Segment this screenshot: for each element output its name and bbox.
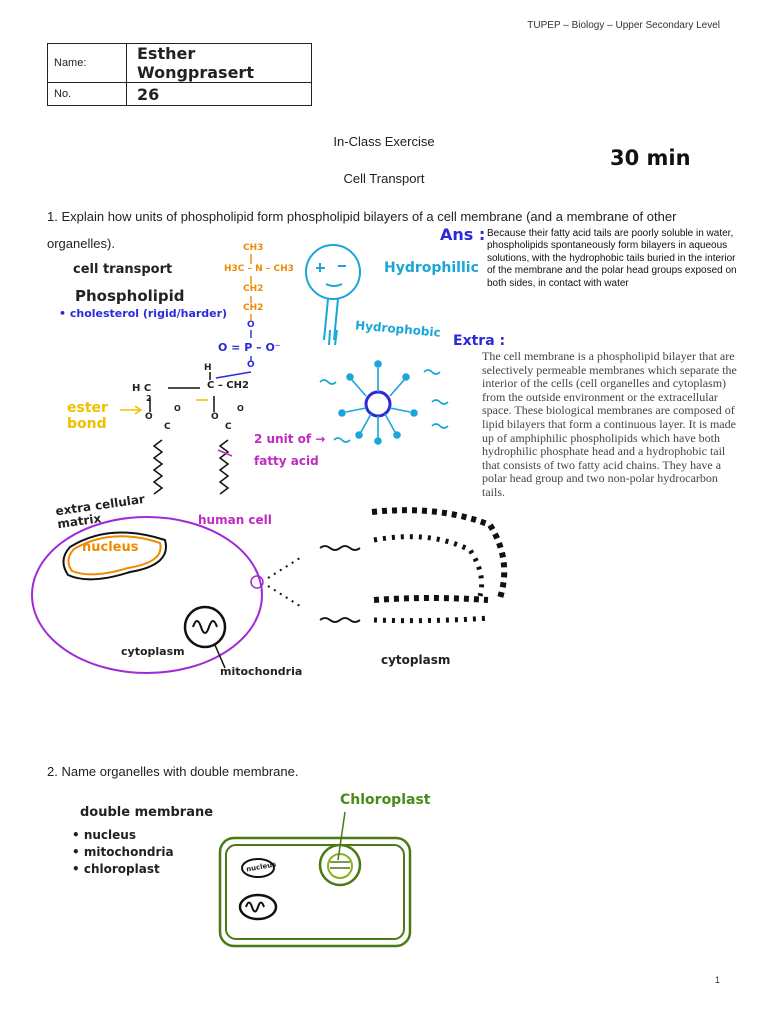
answer-text: Because their fatty acid tails are poorl… xyxy=(487,228,737,289)
chem-o-bottom: O xyxy=(247,360,255,370)
chem-ch2-b: CH2 xyxy=(243,303,264,313)
number-label: No. xyxy=(47,82,127,106)
exercise-title: In-Class Exercise xyxy=(333,134,435,149)
hydrophillic-label: Hydrophillic xyxy=(384,260,479,276)
chem-phosphate: O = P – O⁻ xyxy=(218,341,281,354)
double-membrane-item-3: • chloroplast xyxy=(72,862,160,876)
note-phospholipid: Phospholipid xyxy=(75,287,185,305)
chem-o-dbl-left: O xyxy=(174,404,181,413)
page-header: TUPEP – Biology – Upper Secondary Level xyxy=(527,20,720,31)
hydrophilic-head-drawing xyxy=(305,244,361,346)
chem-c-right: C xyxy=(225,422,232,432)
ester-bond-label: ester bond xyxy=(67,400,108,432)
chem-amine: H3C – N – CH3 xyxy=(224,264,294,274)
cytoplasm-label-cell: cytoplasm xyxy=(121,645,185,658)
note-cholesterol: • cholesterol (rigid/harder) xyxy=(59,307,228,320)
chem-num2: 2 xyxy=(146,394,152,403)
chloroplast-label: Chloroplast xyxy=(340,792,431,808)
chem-o-right: O xyxy=(211,412,219,422)
small-nucleus-label: nucleus xyxy=(245,860,277,874)
ecm-label: extra cellular matrix xyxy=(54,491,146,532)
cytoplasm-label-membrane: cytoplasm xyxy=(381,653,451,667)
ester-arrow xyxy=(120,399,208,415)
question-1: 1. Explain how units of phospholipid for… xyxy=(47,209,677,251)
question-2: 2. Name organelles with double membrane. xyxy=(47,764,299,779)
chem-c-left: C xyxy=(164,422,171,432)
human-cell-label: human cell xyxy=(198,513,272,527)
chem-h: H xyxy=(204,363,212,373)
note-cell-transport: cell transport xyxy=(73,262,173,277)
extra-text: The cell membrane is a phospholipid bila… xyxy=(482,349,737,499)
double-membrane-title: double membrane xyxy=(80,805,214,820)
chem-o-left: O xyxy=(145,412,153,422)
chem-o-dbl-right: O xyxy=(237,404,244,413)
page-number: 1 xyxy=(714,975,720,985)
fatty-acid-label: 2 unit of → fatty acid xyxy=(254,432,326,468)
chem-ch2-a: CH2 xyxy=(243,284,264,294)
name-label: Name: xyxy=(47,43,127,83)
name-value: Esther Wongprasert xyxy=(126,43,312,83)
time-note: 30 min xyxy=(610,146,691,170)
double-membrane-item-2: • mitochondria xyxy=(72,845,174,859)
chem-ch3: CH3 xyxy=(243,243,264,253)
answer-label: Ans : xyxy=(440,225,486,244)
bilayer-drawing xyxy=(319,507,508,624)
mitochondria-label: mitochondria xyxy=(220,665,303,678)
exercise-subtitle: Cell Transport xyxy=(343,171,425,186)
chem-c-ch2: C – CH2 xyxy=(207,380,249,391)
extra-label: Extra : xyxy=(453,333,506,349)
student-id-table: Name: Esther Wongprasert No. 26 xyxy=(47,43,312,106)
hydrophobic-micelle-drawing xyxy=(319,360,449,445)
number-value: 26 xyxy=(126,82,312,106)
hydrophobic-label: Hydrophobic xyxy=(354,318,442,340)
chem-o-top: O xyxy=(247,320,255,330)
nucleus-label: nucleus xyxy=(82,540,139,555)
double-membrane-item-1: • nucleus xyxy=(72,828,136,842)
phosphate-bonds xyxy=(215,330,252,379)
chem-hc: H C xyxy=(132,383,152,394)
chloroplast-cell-drawing xyxy=(218,811,412,948)
